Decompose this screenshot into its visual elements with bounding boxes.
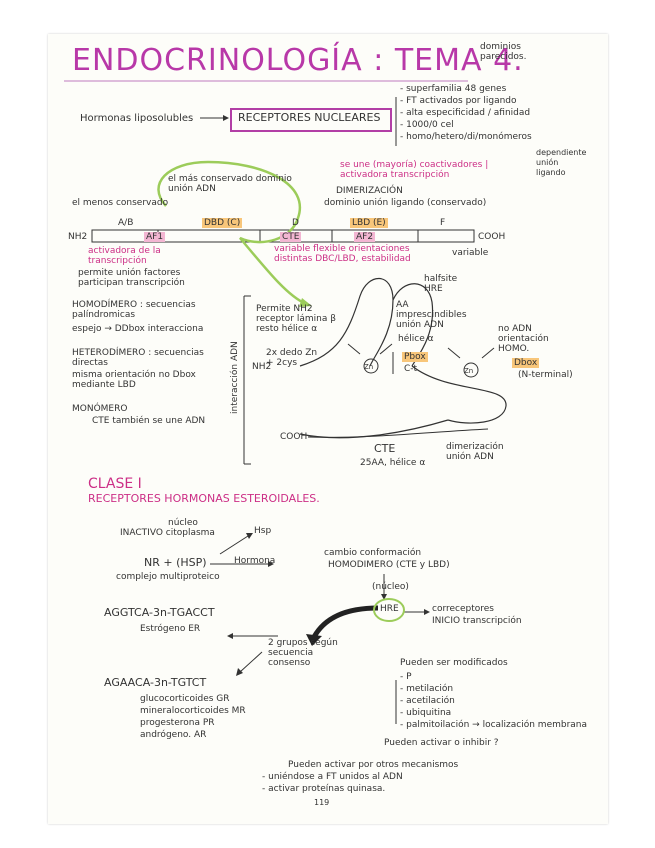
inicio-label: INICIO transcripción	[432, 616, 522, 626]
cte2-detail: 25AA, hélice α	[360, 458, 426, 468]
mod-item: - P	[400, 672, 412, 682]
aa-note: AA imprescindibles unión ADN	[396, 300, 467, 330]
correceptores-label: correceptores	[432, 604, 494, 614]
coact-note: se une (mayoría) coactivadores | activad…	[340, 160, 489, 180]
nr-hsp-label: NR + (HSP)	[144, 556, 207, 569]
gluco-label: glucocorticoides GR	[140, 694, 230, 704]
intro-bullet: - alta especificidad / afinidad	[400, 108, 531, 118]
hre-label: HRE	[380, 604, 399, 614]
otros-note: Pueden activar por otros mecanismos	[288, 760, 459, 770]
notebook-page: ENDOCRINOLOGÍA : TEMA 4. dominios pareci…	[48, 34, 608, 824]
proges-label: progesterona PR	[140, 718, 215, 728]
hormona-label: Hormona	[234, 556, 276, 566]
intro-bullet: - homo/hetero/di/monómeros	[400, 132, 532, 142]
clase-subtitle: RECEPTORES HORMONAS ESTEROIDALES.	[88, 492, 320, 505]
dependiente-note: dependiente unión ligando	[536, 148, 587, 177]
zn-label: Zn	[464, 367, 474, 375]
activar-note: Pueden activar o inhibir ?	[384, 738, 499, 748]
mod-item: - ubiquitina	[400, 708, 452, 718]
intro-bullet: - FT activados por ligando	[400, 96, 517, 106]
estrogeno-label: Estrógeno ER	[140, 624, 201, 634]
nucleo2-label: (núcleo)	[372, 582, 409, 592]
hormones-label: Hormonas liposolubles	[80, 113, 194, 124]
cte-mono-note: CTE también se une ADN	[92, 416, 206, 426]
proteinas-note: - activar proteínas quinasa.	[262, 784, 386, 794]
intro-bullet: - 1000/0 cel	[400, 120, 454, 130]
mod-item: - palmitoilación → localización membrana	[400, 720, 588, 730]
mod-item: - metilación	[400, 684, 454, 694]
intro-bullet: - superfamilia 48 genes	[400, 84, 507, 94]
permite-note: Permite NH2 receptor lámina β resto héli…	[256, 304, 336, 334]
modificados-label: Pueden ser modificados	[400, 658, 508, 668]
ct-label: C-t	[404, 364, 418, 374]
nterminal-label: (N-terminal)	[518, 370, 573, 380]
cooh-label: COOH	[478, 232, 506, 242]
least-conserved-note: el menos conservado	[72, 198, 169, 208]
no-adn-note: no ADN orientación HOMO.	[498, 324, 549, 354]
domain-label: A/B	[118, 218, 134, 228]
domain-label: LBD (E)	[350, 218, 388, 228]
d-note: variable flexible orientaciones distinta…	[274, 244, 411, 264]
cambio-label: cambio conformación	[324, 548, 422, 558]
dna-nh2-label: NH2	[252, 362, 272, 372]
dimer-union-note: dimerización unión ADN	[446, 442, 504, 462]
uniendose-note: - uniéndose a FT unidos al ADN	[262, 772, 403, 782]
af1-note: activadora de la transcripción	[88, 246, 161, 266]
heterodimero-note: HETERODÍMERO : secuencias directas	[72, 348, 204, 368]
halfsite-note: halfsite HRE	[424, 274, 458, 294]
variable-label: variable	[452, 248, 489, 258]
nucleo-label: núcleo	[168, 518, 198, 528]
grupos-note: 2 grupos según secuencia consenso	[268, 638, 338, 668]
cte-label: CTE	[280, 232, 302, 242]
homodimero-note: HOMODÍMERO : secuencias palíndromicas	[72, 300, 196, 320]
domain-label: DBD (C)	[202, 218, 243, 228]
espejo-note: espejo → DDbox interacciona	[72, 324, 204, 334]
inactivo-label: INACTIVO citoplasma	[120, 528, 215, 538]
nh2-label: NH2	[68, 232, 88, 242]
dbd-note: el más conservado dominio unión ADN	[168, 174, 292, 194]
misma-note: misma orientación no Dbox mediante LBD	[72, 370, 196, 390]
domain-label: F	[440, 218, 446, 228]
lbd-note: dominio unión ligando (conservado)	[324, 198, 487, 208]
mod-item: - acetilación	[400, 696, 455, 706]
sequence-estrogen: AGGTCA-3n-TGACCT	[104, 606, 215, 619]
af1-note2: permite unión factores participan transc…	[78, 268, 185, 288]
complejo-label: complejo multiproteico	[116, 572, 220, 582]
dimerization-label: DIMERIZACIÓN	[336, 186, 403, 196]
domain-label: D	[292, 218, 299, 228]
zinc-note: 2x dedo Zn + 2cys	[266, 348, 318, 368]
interaccion-label: interacción ADN	[230, 341, 240, 414]
hsp-label: Hsp	[254, 526, 272, 536]
receptors-box	[230, 108, 392, 132]
helice-label: hélice α	[398, 334, 434, 344]
mineral-label: mineralocorticoides MR	[140, 706, 246, 716]
pbox-label: Pbox	[402, 352, 428, 362]
af1-label: AF1	[144, 232, 166, 242]
cte2-label: CTE	[374, 442, 396, 455]
af2-label: AF2	[354, 232, 376, 242]
receptors-label: RECEPTORES NUCLEARES	[238, 111, 381, 124]
page-number: 119	[314, 798, 330, 807]
homodimero-label: HOMODIMERO (CTE y LBD)	[328, 560, 450, 570]
dbox-label: Dbox	[512, 358, 540, 368]
top-note: dominios parecidos.	[480, 42, 527, 62]
zn-label: Zn	[364, 363, 374, 371]
sequence-glucocorticoid: AGAACA-3n-TGTCT	[104, 676, 207, 689]
clase-title: CLASE I	[88, 476, 142, 492]
andro-label: andrógeno. AR	[140, 730, 207, 740]
dna-cooh-label: COOH	[280, 432, 308, 442]
monomero-note: MONÓMERO	[72, 404, 128, 414]
diagram-lines	[64, 80, 507, 724]
page-title: ENDOCRINOLOGÍA : TEMA 4.	[72, 43, 524, 78]
